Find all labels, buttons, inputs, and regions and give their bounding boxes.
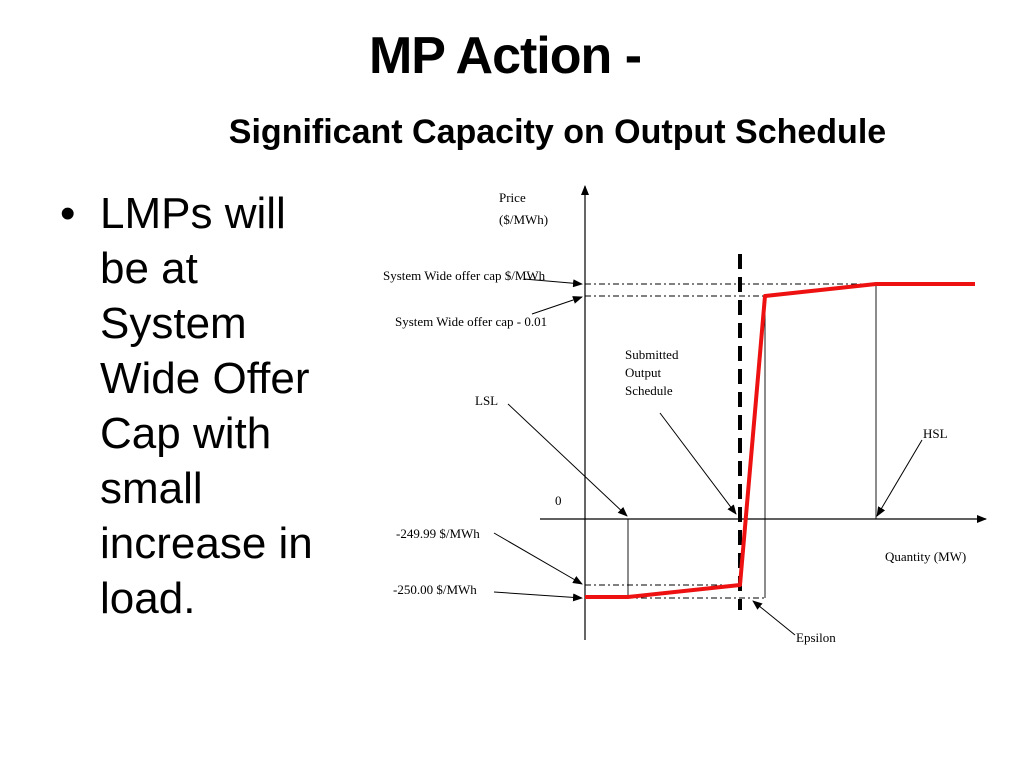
offer-cap-label: System Wide offer cap $/MWh — [383, 268, 546, 283]
floor-arrow — [493, 591, 583, 602]
bullet-line: small — [100, 464, 203, 513]
bullet-line: Wide Offer — [100, 354, 310, 403]
bullet-dot-icon: • — [60, 189, 76, 238]
bullet-line: Cap with — [100, 409, 272, 458]
bullet-item: • LMPs will be at System Wide Offer Cap … — [58, 186, 358, 626]
bullet-line: load. — [100, 574, 196, 623]
hsl-label: HSL — [923, 426, 948, 441]
offer-cap-minus-label: System Wide offer cap - 0.01 — [395, 314, 547, 329]
bullet-line: System — [100, 299, 247, 348]
slide-title: MP Action - — [368, 27, 642, 85]
floor-label: -250.00 $/MWh — [393, 582, 477, 597]
y-axis-label-price: Price — [499, 190, 526, 205]
offer-cap-arrow — [523, 278, 583, 288]
hsl-arrow — [876, 439, 923, 517]
y-axis-label-unit: ($/MWh) — [499, 212, 548, 227]
schedule-label-line3: Schedule — [625, 383, 673, 398]
schedule-label-line1: Submitted — [625, 347, 679, 362]
bullet-line: be at — [100, 244, 198, 293]
zero-label: 0 — [555, 493, 562, 508]
slide-subtitle: Significant Capacity on Output Schedule — [228, 113, 887, 151]
offer-curve — [585, 282, 975, 599]
floor-plus-arrow — [493, 532, 583, 585]
bullet-list: • LMPs will be at System Wide Offer Cap … — [58, 186, 358, 626]
floor-plus-label: -249.99 $/MWh — [396, 526, 480, 541]
bullet-line: LMPs will — [100, 189, 286, 238]
bullet-line: increase in — [100, 519, 313, 568]
lsl-arrow — [507, 403, 628, 517]
lsl-label: LSL — [475, 393, 498, 408]
x-axis-label: Quantity (MW) — [885, 549, 966, 564]
offer-cap-minus-arrow — [531, 296, 583, 315]
epsilon-label: Epsilon — [796, 630, 836, 645]
epsilon-arrow — [752, 600, 796, 636]
schedule-arrow — [659, 412, 737, 515]
schedule-label-line2: Output — [625, 365, 662, 380]
